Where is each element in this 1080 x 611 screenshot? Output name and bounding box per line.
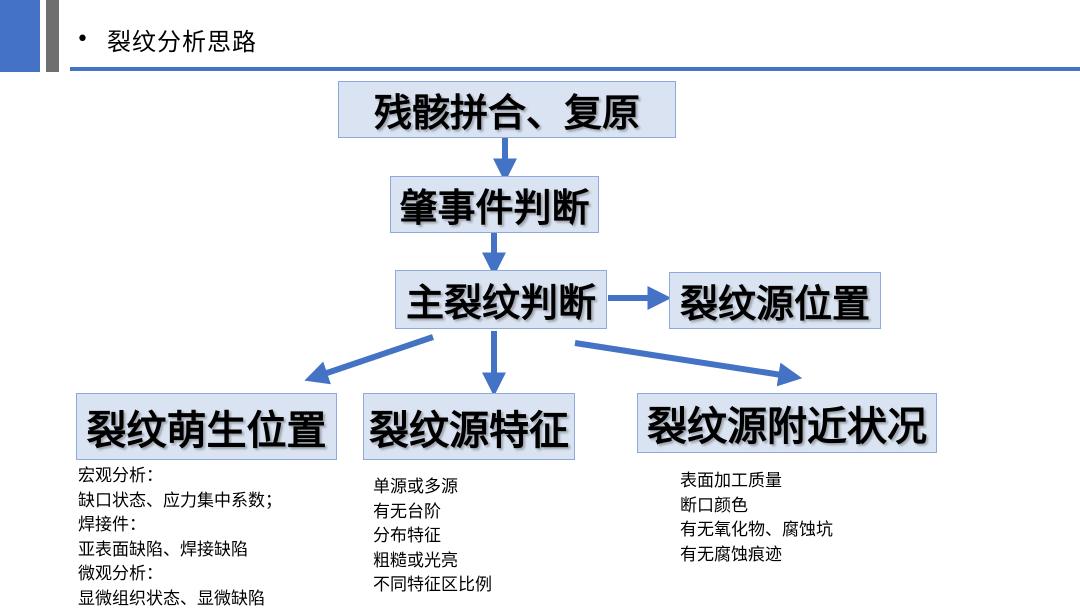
- note-item: 微观分析：: [78, 562, 282, 587]
- nearby-notes: 表面加工质量 断口颜色 有无氧化物、腐蚀坑 有无腐蚀痕迹: [680, 469, 833, 567]
- note-item: 有无台阶: [373, 500, 492, 525]
- note-item: 显微组织状态、显微缺陷: [78, 587, 282, 611]
- box-crack-source-location: 裂纹源位置: [669, 272, 881, 329]
- arrow-main-crack-to-nearby: [575, 343, 788, 376]
- note-item: 分布特征: [373, 524, 492, 549]
- initiation-notes: 宏观分析： 缺口状态、应力集中系数； 焊接件： 亚表面缺陷、焊接缺陷 微观分析：…: [78, 464, 282, 611]
- box-initiation-location: 裂纹萌生位置: [76, 393, 337, 460]
- note-item: 粗糙或光亮: [373, 549, 492, 574]
- box-near-source-conditions: 裂纹源附近状况: [637, 393, 937, 453]
- note-item: 缺口状态、应力集中系数；: [78, 489, 282, 514]
- note-item: 焊接件：: [78, 513, 282, 538]
- note-item: 表面加工质量: [680, 469, 833, 494]
- box-incident-part: 肇事件判断: [390, 176, 599, 233]
- note-item: 有无腐蚀痕迹: [680, 543, 833, 568]
- note-item: 不同特征区比例: [373, 573, 492, 598]
- note-item: 宏观分析：: [78, 464, 282, 489]
- box-wreckage-reassembly: 残骸拼合、复原: [338, 81, 676, 138]
- note-item: 断口颜色: [680, 494, 833, 519]
- features-notes: 单源或多源 有无台阶 分布特征 粗糙或光亮 不同特征区比例: [373, 475, 492, 598]
- arrow-main-crack-to-initiation: [318, 337, 433, 376]
- note-item: 单源或多源: [373, 475, 492, 500]
- note-item: 有无氧化物、腐蚀坑: [680, 518, 833, 543]
- box-source-features: 裂纹源特征: [363, 393, 575, 460]
- box-main-crack: 主裂纹判断: [395, 270, 607, 329]
- note-item: 亚表面缺陷、焊接缺陷: [78, 538, 282, 563]
